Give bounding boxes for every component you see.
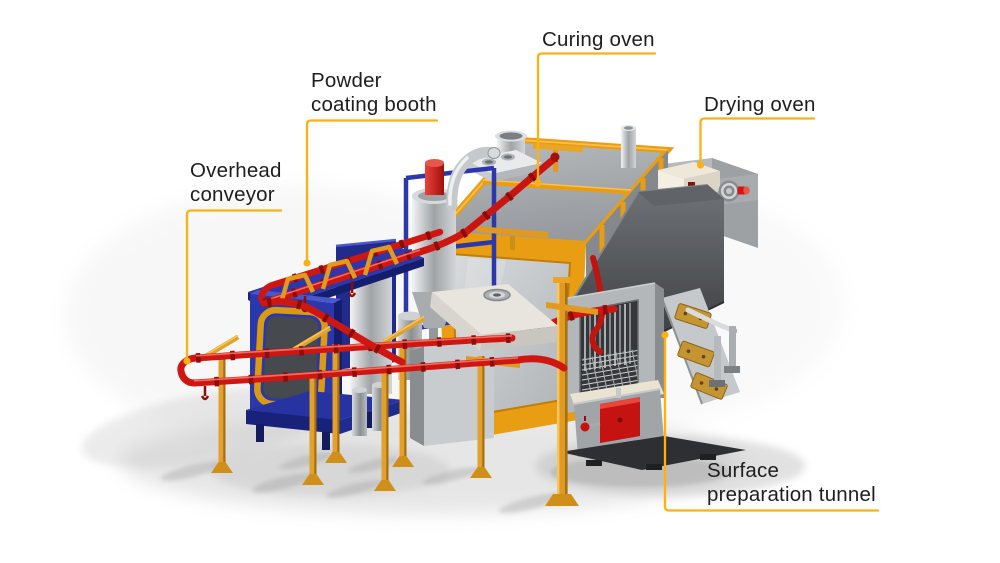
skid-gold-pads [661, 288, 740, 405]
pump [580, 388, 640, 443]
callout-labels: Curing oven Drying oven Powder coating b… [183, 28, 880, 512]
callout-dot-overhead-conveyor [183, 357, 191, 365]
callout-line-overhead-conveyor [185, 209, 283, 359]
suction-duct [446, 146, 499, 212]
conveyor-climb-section [462, 143, 583, 250]
drying-oven-label: Drying oven [704, 93, 816, 116]
callout-dot-surface-preparation-tunnel [661, 331, 669, 339]
callout-line-drying-oven [699, 117, 816, 163]
t-post [533, 143, 583, 153]
tunnel-rod-rack [584, 303, 631, 371]
tunnel-frame [562, 283, 655, 414]
booth-top-conveyor [258, 227, 470, 313]
rail-support-arm [546, 302, 598, 315]
overhead-conveyor-label-line1: Overhead [190, 159, 282, 182]
overhead-conveyor-label-line2: conveyor [190, 183, 275, 206]
label-curing-oven: Curing oven [534, 28, 657, 187]
oven-chimney [621, 125, 636, 168]
label-surface-preparation-tunnel: Surface preparation tunnel [661, 331, 880, 512]
callout-line-powder-coating-booth [305, 119, 439, 261]
conveyor-rail-in-tunnel [589, 255, 606, 355]
powder-coating-booth-label-line2: coating booth [311, 93, 437, 116]
surface-preparation-tunnel-label-line1: Surface [707, 459, 779, 482]
entrance-hood [430, 284, 558, 351]
surface-preparation-tunnel-illustration [560, 255, 746, 470]
hanger-hook [200, 386, 210, 401]
powder-cylinder [425, 163, 444, 195]
inlet-knob [737, 186, 750, 195]
incline-rail-upper [462, 154, 559, 236]
callout-dot-curing-oven [534, 179, 542, 187]
callout-dot-powder-coating-booth [303, 259, 311, 267]
powder-coating-booth-label-line1: Powder [311, 69, 382, 92]
callout-line-surface-preparation-tunnel [663, 337, 880, 512]
rail-arch-supports [278, 244, 400, 304]
conveyor-posts [211, 341, 492, 491]
tunnel-skid [560, 436, 746, 470]
conveyor-rails [177, 297, 568, 401]
label-drying-oven: Drying oven [696, 93, 816, 169]
conveyor-post-tall [545, 277, 598, 506]
surface-preparation-tunnel-label-line2: preparation tunnel [707, 483, 876, 506]
label-powder-coating-booth: Powder coating booth [303, 69, 439, 267]
callout-line-curing-oven [536, 52, 657, 181]
overhead-conveyor-illustration [177, 297, 568, 491]
callout-dot-drying-oven [696, 161, 705, 169]
label-overhead-conveyor: Overhead conveyor [183, 159, 283, 365]
valve [580, 422, 590, 432]
curing-oven-label: Curing oven [542, 28, 655, 51]
fan-flange [718, 180, 750, 202]
